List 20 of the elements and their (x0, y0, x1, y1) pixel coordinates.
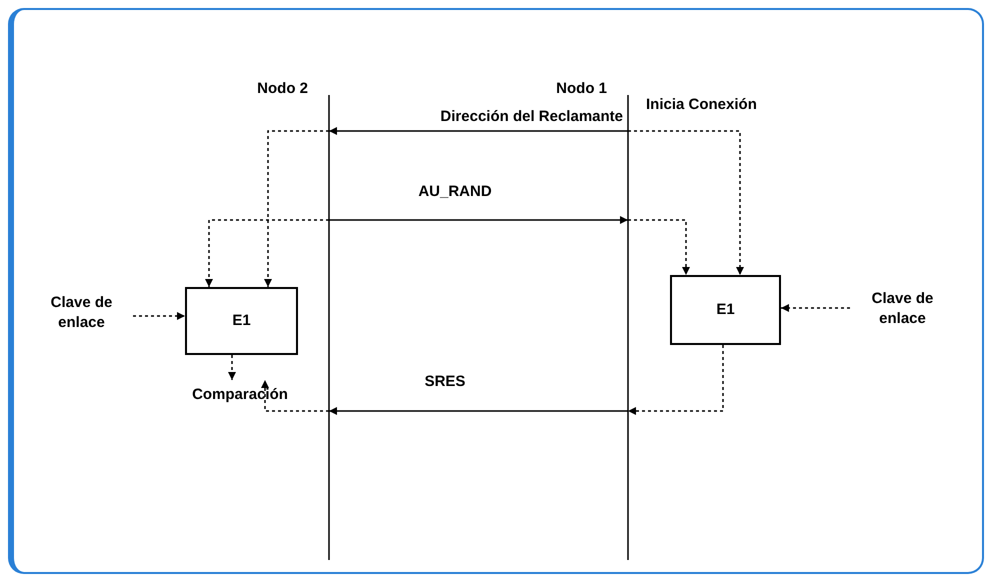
input-label: Clave de enlace (30, 290, 133, 336)
dotted-arrow (261, 380, 329, 412)
process-box: E1 (185, 287, 298, 355)
dotted-arrow (133, 312, 185, 320)
note-label: Inicia Conexión (646, 95, 757, 115)
dotted-arrow (781, 304, 850, 312)
dotted-arrow (628, 130, 744, 275)
message-arrow (329, 127, 628, 135)
lifeline-label: Nodo 2 (257, 80, 308, 98)
message-arrow (329, 407, 628, 415)
dotted-arrow (205, 219, 329, 287)
input-label: Comparación (160, 380, 320, 410)
lifeline-label: Nodo 1 (556, 80, 607, 98)
dotted-arrow (628, 345, 724, 415)
dotted-arrow (264, 130, 329, 287)
dotted-arrow (228, 355, 236, 380)
input-label: Clave de enlace (850, 286, 955, 332)
message-arrow (329, 216, 628, 224)
dotted-arrow (628, 219, 690, 275)
process-box: E1 (670, 275, 781, 345)
